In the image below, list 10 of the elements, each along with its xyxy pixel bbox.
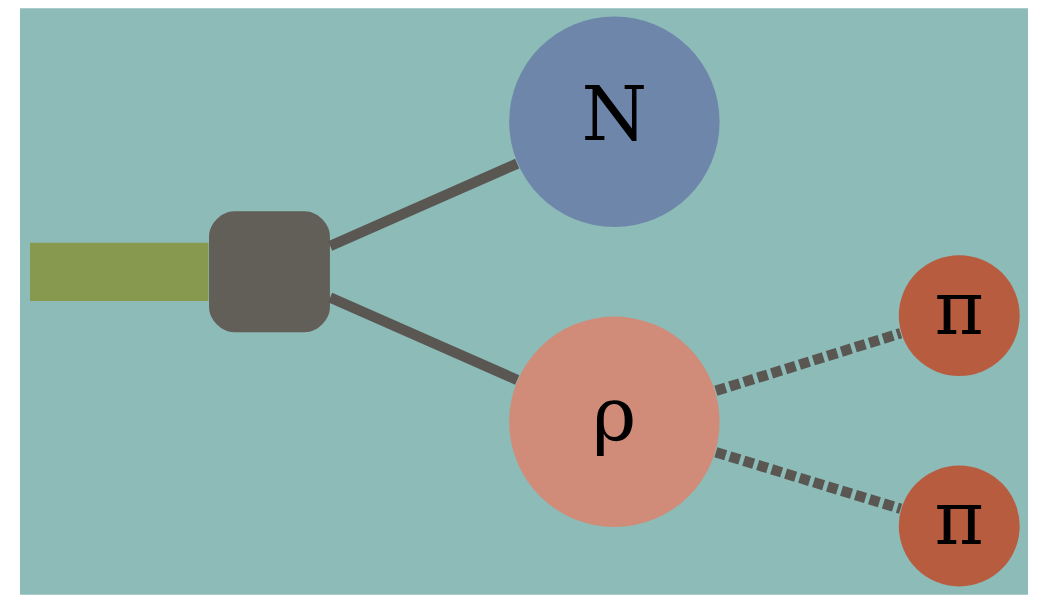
node-circle: ρ [509, 316, 720, 528]
connector [30, 242, 209, 301]
connector [714, 447, 903, 514]
node-box [209, 211, 330, 333]
connector [714, 328, 903, 396]
node-circle: π [898, 255, 1020, 376]
connector [328, 292, 520, 385]
connector [328, 158, 520, 251]
node-circle: π [898, 465, 1020, 587]
node-circle: N [509, 16, 720, 227]
